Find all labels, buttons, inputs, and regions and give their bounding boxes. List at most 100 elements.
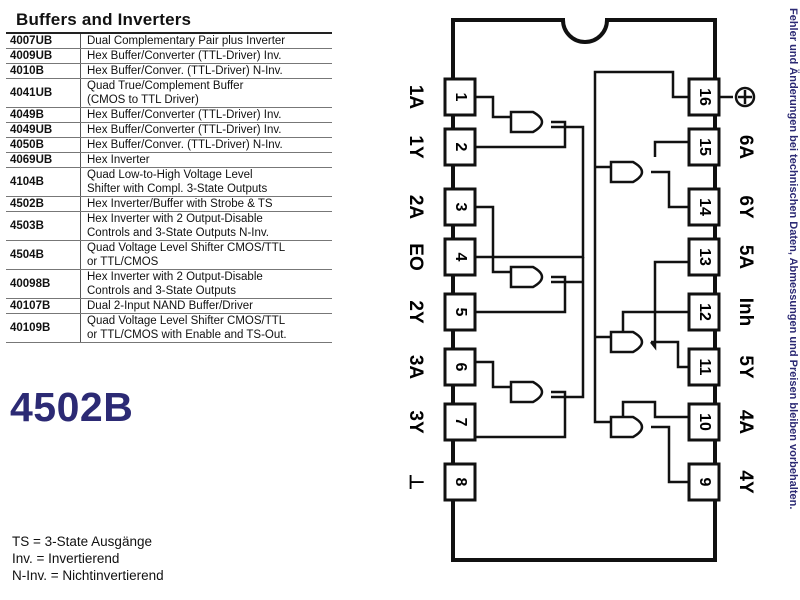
description-line: Hex Buffer/Conver. (TTL-Driver) N-Inv. [87, 139, 283, 151]
part-number: 40098B [6, 269, 81, 299]
gate-4 [609, 415, 644, 439]
gate-1 [509, 110, 544, 134]
pin-10-box [687, 402, 721, 442]
pin-label: 6A [735, 135, 756, 160]
description-line: Shifter with Compl. 3-State Outputs [87, 183, 268, 195]
description-line: Quad True/Complement Buffer [87, 80, 244, 92]
description-line: Quad Voltage Level Shifter CMOS/TTL [87, 315, 286, 327]
part-number: 4502B [6, 196, 81, 212]
pin-label: 3A [405, 355, 426, 380]
pin-14-box [687, 187, 721, 227]
pin-number: 2 [452, 143, 469, 152]
pin-number: 8 [452, 478, 469, 487]
pin-number: 3 [452, 203, 469, 212]
pin-number: 16 [696, 88, 713, 106]
pin-number: 9 [696, 478, 713, 487]
gate-5 [609, 330, 644, 354]
pin-label: 5A [735, 245, 756, 270]
pin-5-box [443, 292, 477, 332]
pin-label: 1A [405, 85, 426, 110]
description-line: Hex Inverter with 2 Output-Disable [87, 213, 263, 225]
description-line: Controls and 3-State Outputs [87, 285, 236, 297]
pin-label: 2Y [405, 300, 426, 324]
part-description: Hex Buffer/Converter (TTL-Driver) Inv. [80, 48, 332, 64]
pin-number: 4 [452, 253, 469, 262]
pin-15-box [687, 127, 721, 167]
description-line: Hex Buffer/Converter (TTL-Driver) Inv. [87, 50, 282, 62]
part-number: 4503B [6, 211, 81, 241]
part-description: Hex Inverter [80, 152, 332, 168]
wiring [475, 70, 733, 484]
pin-number: 6 [452, 363, 469, 372]
table-top-rule [6, 32, 332, 34]
pin-1-box [443, 77, 477, 117]
part-number: 40109B [6, 313, 81, 343]
gate-6 [609, 160, 644, 184]
pin-13-box [687, 237, 721, 277]
part-number: 4069UB [6, 152, 81, 168]
description-line: Hex Inverter [87, 154, 150, 166]
description-line: Hex Inverter/Buffer with Strobe & TS [87, 198, 273, 210]
pin-number: 15 [696, 138, 713, 156]
pin-label: 5Y [735, 355, 756, 379]
pin-4-box [443, 237, 477, 277]
part-number: 4050B [6, 137, 81, 153]
pin-label: 2A [405, 195, 426, 220]
part-description: Quad Voltage Level Shifter CMOS/TTL or TT… [80, 240, 332, 270]
pin-6-box [443, 347, 477, 387]
description-line: Dual 2-Input NAND Buffer/Driver [87, 300, 253, 312]
part-description: Quad Voltage Level Shifter CMOS/TTL or TT… [80, 313, 332, 343]
pin-11-box [687, 347, 721, 387]
description-line: or TTL/CMOS with Enable and TS-Out. [87, 329, 287, 341]
legend-line-ninv: N-Inv. = Nichtinvertierend [12, 568, 164, 583]
vdd-symbol [734, 86, 756, 108]
table-row: 4069UB Hex Inverter [6, 152, 332, 168]
pin-number: 5 [452, 308, 469, 317]
description-line: or TTL/CMOS [87, 256, 159, 268]
part-description: Hex Inverter/Buffer with Strobe & TS [80, 196, 332, 212]
chip-title: 4502B [10, 384, 134, 430]
pin-label: 4A [735, 410, 756, 435]
gate-2 [509, 265, 544, 289]
part-number: 40107B [6, 298, 81, 314]
part-description: Hex Buffer/Conver. (TTL-Driver) N-Inv. [80, 137, 332, 153]
part-description: Dual Complementary Pair plus Inverter [80, 34, 332, 49]
part-description: Dual 2-Input NAND Buffer/Driver [80, 298, 332, 314]
pin-number: 12 [696, 303, 713, 321]
pin-label: 4Y [735, 470, 756, 494]
pin-label: 3Y [405, 410, 426, 434]
pin-number: 7 [452, 418, 469, 427]
pin-number: 10 [696, 413, 713, 431]
pin-label: 6Y [735, 195, 756, 219]
pin-number: 13 [696, 248, 713, 266]
part-number: 4049UB [6, 122, 81, 138]
pin-9-box [687, 462, 721, 502]
description-line: Quad Voltage Level Shifter CMOS/TTL [87, 242, 286, 254]
chip-body [451, 18, 717, 562]
part-number: 4007UB [6, 34, 81, 49]
table-title: Buffers and Inverters [16, 10, 192, 29]
part-description: Hex Buffer/Converter (TTL-Driver) Inv. [80, 122, 332, 138]
part-description: Quad True/Complement Buffer(CMOS to TTL … [80, 78, 332, 108]
description-line: Hex Buffer/Converter (TTL-Driver) Inv. [87, 109, 282, 121]
legend-line-ts: TS = 3-State Ausgänge [12, 534, 152, 549]
legend: TS = 3-State Ausgänge Inv. = Invertieren… [12, 533, 164, 584]
pin-label: ⊥ [405, 474, 426, 491]
pin-3-box [443, 187, 477, 227]
part-number: 4504B [6, 240, 81, 270]
pin-number: 1 [452, 93, 469, 102]
